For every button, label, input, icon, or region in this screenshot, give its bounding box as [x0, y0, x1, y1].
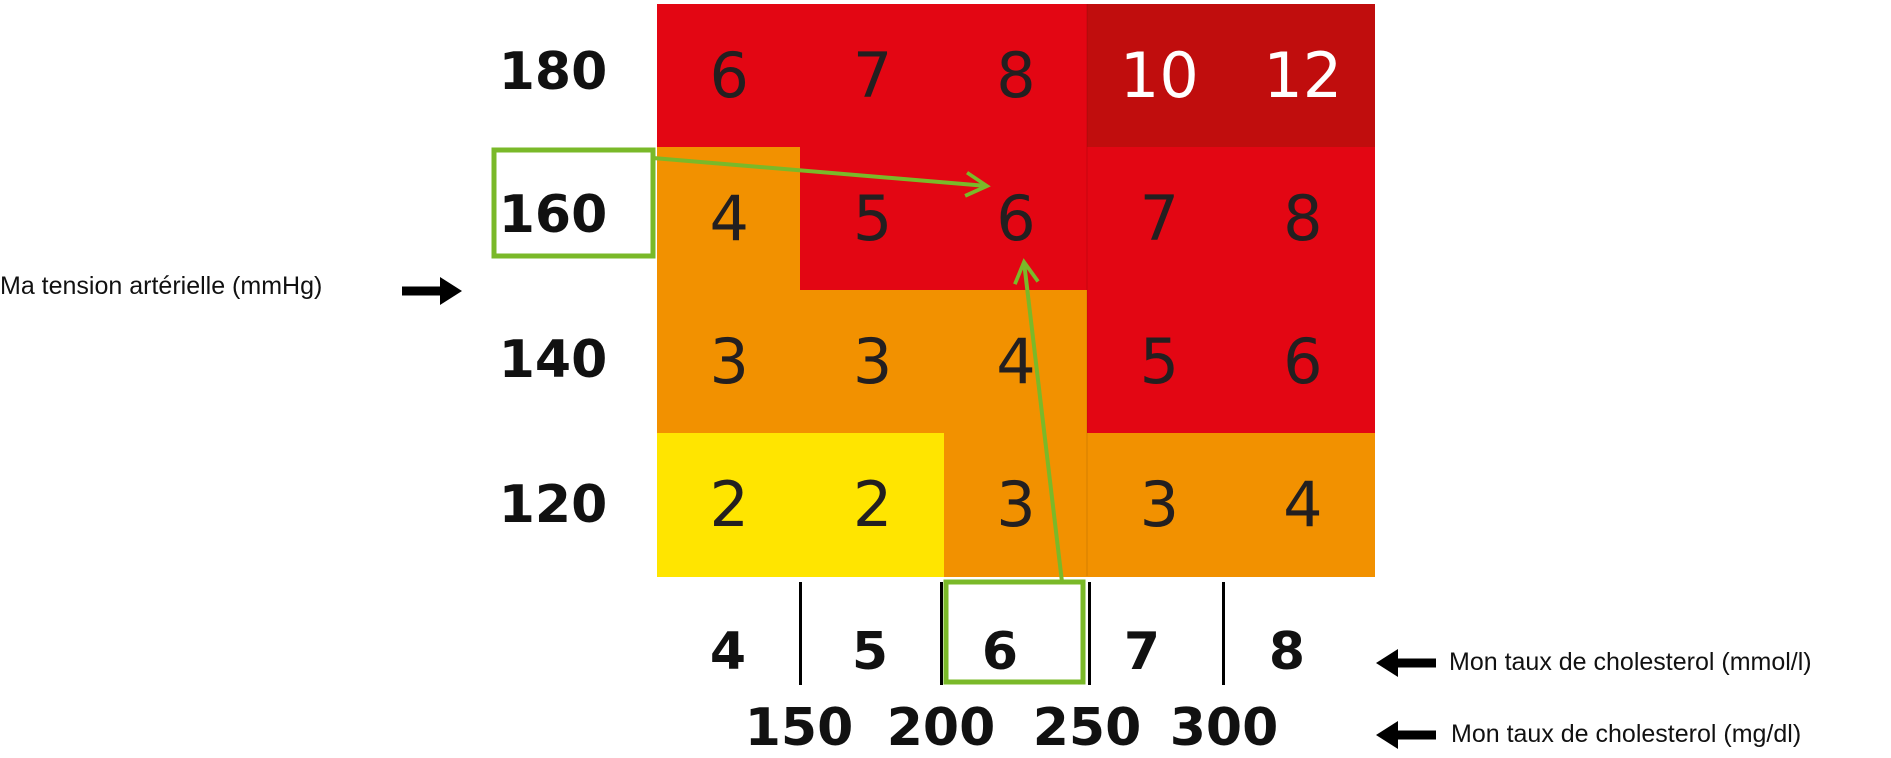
risk-cell: 8: [1230, 147, 1375, 291]
cholesterol-mmol-label: 6: [981, 622, 1019, 682]
risk-cell: 3: [1087, 433, 1232, 577]
risk-cell: 7: [1087, 147, 1232, 291]
risk-cell: 7: [800, 4, 945, 148]
blood-pressure-label: 140: [498, 330, 608, 390]
risk-cell: 3: [657, 290, 802, 434]
cholesterol-mmol-label: 8: [1268, 622, 1306, 682]
risk-cell: 3: [943, 433, 1089, 577]
risk-cell: 8: [943, 4, 1089, 148]
risk-cell: 2: [800, 433, 945, 577]
risk-cell: 6: [657, 4, 802, 148]
column-divider: [940, 582, 943, 685]
cholesterol-mmol-axis-label: Mon taux de cholesterol (mmol/l): [1449, 648, 1812, 676]
risk-cell: 3: [800, 290, 945, 434]
cholesterol-mmol-label: 7: [1123, 622, 1161, 682]
risk-cell: 12: [1230, 4, 1375, 148]
cholesterol-mgdl-label: 250: [1032, 698, 1142, 758]
risk-cell: 10: [1087, 4, 1232, 148]
arrow-row-to-cell: [652, 156, 991, 198]
column-divider: [1088, 582, 1091, 685]
cholesterol-mmol-label: 4: [709, 622, 747, 682]
blood-pressure-label: 160: [498, 185, 608, 245]
risk-cell: 5: [800, 147, 945, 291]
arrow-left-icon: [1376, 721, 1436, 749]
blood-pressure-axis-label: Ma tension artérielle (mmHg): [0, 272, 323, 300]
risk-cell: 6: [1230, 290, 1375, 434]
risk-cell: 4: [943, 290, 1089, 434]
cholesterol-mmol-label: 5: [851, 622, 889, 682]
grid-separator: [1086, 4, 1089, 576]
column-divider: [1222, 582, 1225, 685]
arrow-column-to-cell: [1013, 258, 1064, 583]
cholesterol-mgdl-label: 200: [886, 698, 996, 758]
risk-cell: 2: [657, 433, 802, 577]
risk-cell: 5: [1087, 290, 1232, 434]
column-divider: [799, 582, 802, 685]
cholesterol-mgdl-label: 300: [1169, 698, 1279, 758]
blood-pressure-label: 120: [498, 475, 608, 535]
highlight-row-box: [491, 147, 656, 259]
arrow-left-icon: [1376, 649, 1436, 677]
arrow-right-icon: [402, 277, 462, 305]
cholesterol-mgdl-label: 150: [744, 698, 854, 758]
blood-pressure-label: 180: [498, 42, 608, 102]
cholesterol-mgdl-axis-label: Mon taux de cholesterol (mg/dl): [1451, 720, 1802, 748]
risk-cell: 4: [1230, 433, 1375, 577]
risk-cell: 4: [657, 147, 802, 291]
highlight-column-box: [943, 579, 1086, 685]
